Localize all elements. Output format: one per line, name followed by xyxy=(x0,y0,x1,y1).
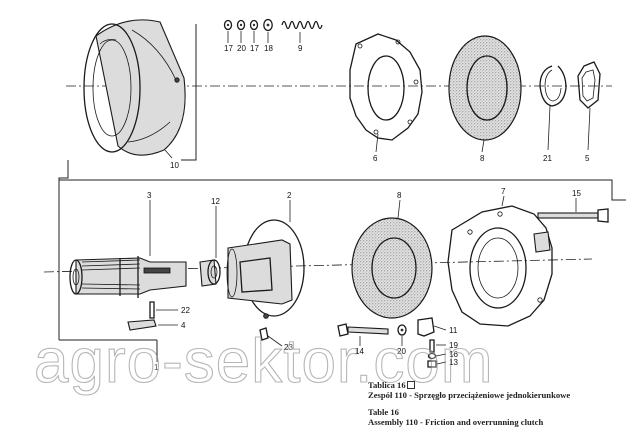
callout-8: 8 xyxy=(480,154,485,163)
caption-en-table: Table 16 xyxy=(368,407,399,417)
part-10-conical-housing xyxy=(83,19,186,159)
callout-labels: 10 17 20 17 18 9 6 8 21 5 3 12 2 8 7 15 … xyxy=(147,44,590,372)
callout-19: 19 xyxy=(449,341,458,350)
part-4-key xyxy=(127,319,178,331)
callout-9: 9 xyxy=(298,44,303,53)
callout-8: 8 xyxy=(397,191,402,200)
callout-5: 5 xyxy=(585,154,590,163)
parts-small-rings-and-spring xyxy=(223,18,323,43)
part-6-pressure-plate xyxy=(349,33,423,153)
callout-21: 21 xyxy=(543,154,552,163)
callout-4: 4 xyxy=(181,321,186,330)
part-20-washer xyxy=(397,324,407,346)
callout-6: 6 xyxy=(373,154,378,163)
callout-16: 16 xyxy=(449,350,458,359)
caption-en-assembly: Assembly 110 - Friction and overrunning … xyxy=(368,417,544,427)
part-14-bolt xyxy=(337,323,389,346)
parts-19-16-13-pin-washer-nut xyxy=(427,339,447,368)
callout-20: 20 xyxy=(237,44,246,53)
part-2-clutch-hub xyxy=(226,200,305,319)
assembly-frame-lines xyxy=(58,24,626,362)
callout-23: 23 xyxy=(284,343,293,352)
part-22-pin xyxy=(149,301,178,319)
callout-7: 7 xyxy=(501,187,506,196)
part-21-snap-ring xyxy=(539,65,567,151)
figure-caption: Tablica 16 Zespół 110 - Sprzęgło przecią… xyxy=(368,380,638,427)
part-23-grease-fitting xyxy=(259,327,283,347)
callout-11: 11 xyxy=(449,326,458,335)
callout-14: 14 xyxy=(355,347,364,356)
part-12-bushing xyxy=(199,206,221,287)
part-8-friction-disc-upper xyxy=(448,35,522,153)
callout-1: 1 xyxy=(154,363,159,372)
callout-17: 17 xyxy=(250,44,259,53)
callout-15: 15 xyxy=(572,189,581,198)
callout-20: 20 xyxy=(397,347,406,356)
part-11-lock-plate xyxy=(417,317,447,337)
callout-17: 17 xyxy=(224,44,233,53)
callout-12: 12 xyxy=(211,197,220,206)
part-15-bolt xyxy=(537,198,609,223)
part-3-splined-shaft xyxy=(69,200,187,298)
callout-3: 3 xyxy=(147,191,152,200)
part-8-friction-disc-lower xyxy=(351,199,433,319)
callout-10: 10 xyxy=(170,161,179,170)
callout-2: 2 xyxy=(287,191,292,200)
caption-pl-table: Tablica 16 xyxy=(368,380,406,390)
checkbox-icon xyxy=(406,381,415,389)
part-7-clutch-cover xyxy=(447,195,553,327)
callout-13: 13 xyxy=(449,358,458,367)
callout-22: 22 xyxy=(181,306,190,315)
part-5-ring xyxy=(577,61,601,151)
callout-18: 18 xyxy=(264,44,273,53)
caption-pl-table-line: Tablica 16 xyxy=(368,380,638,390)
caption-pl-assembly: Zespół 110 - Sprzęgło przeciążeniowe jed… xyxy=(368,390,571,400)
